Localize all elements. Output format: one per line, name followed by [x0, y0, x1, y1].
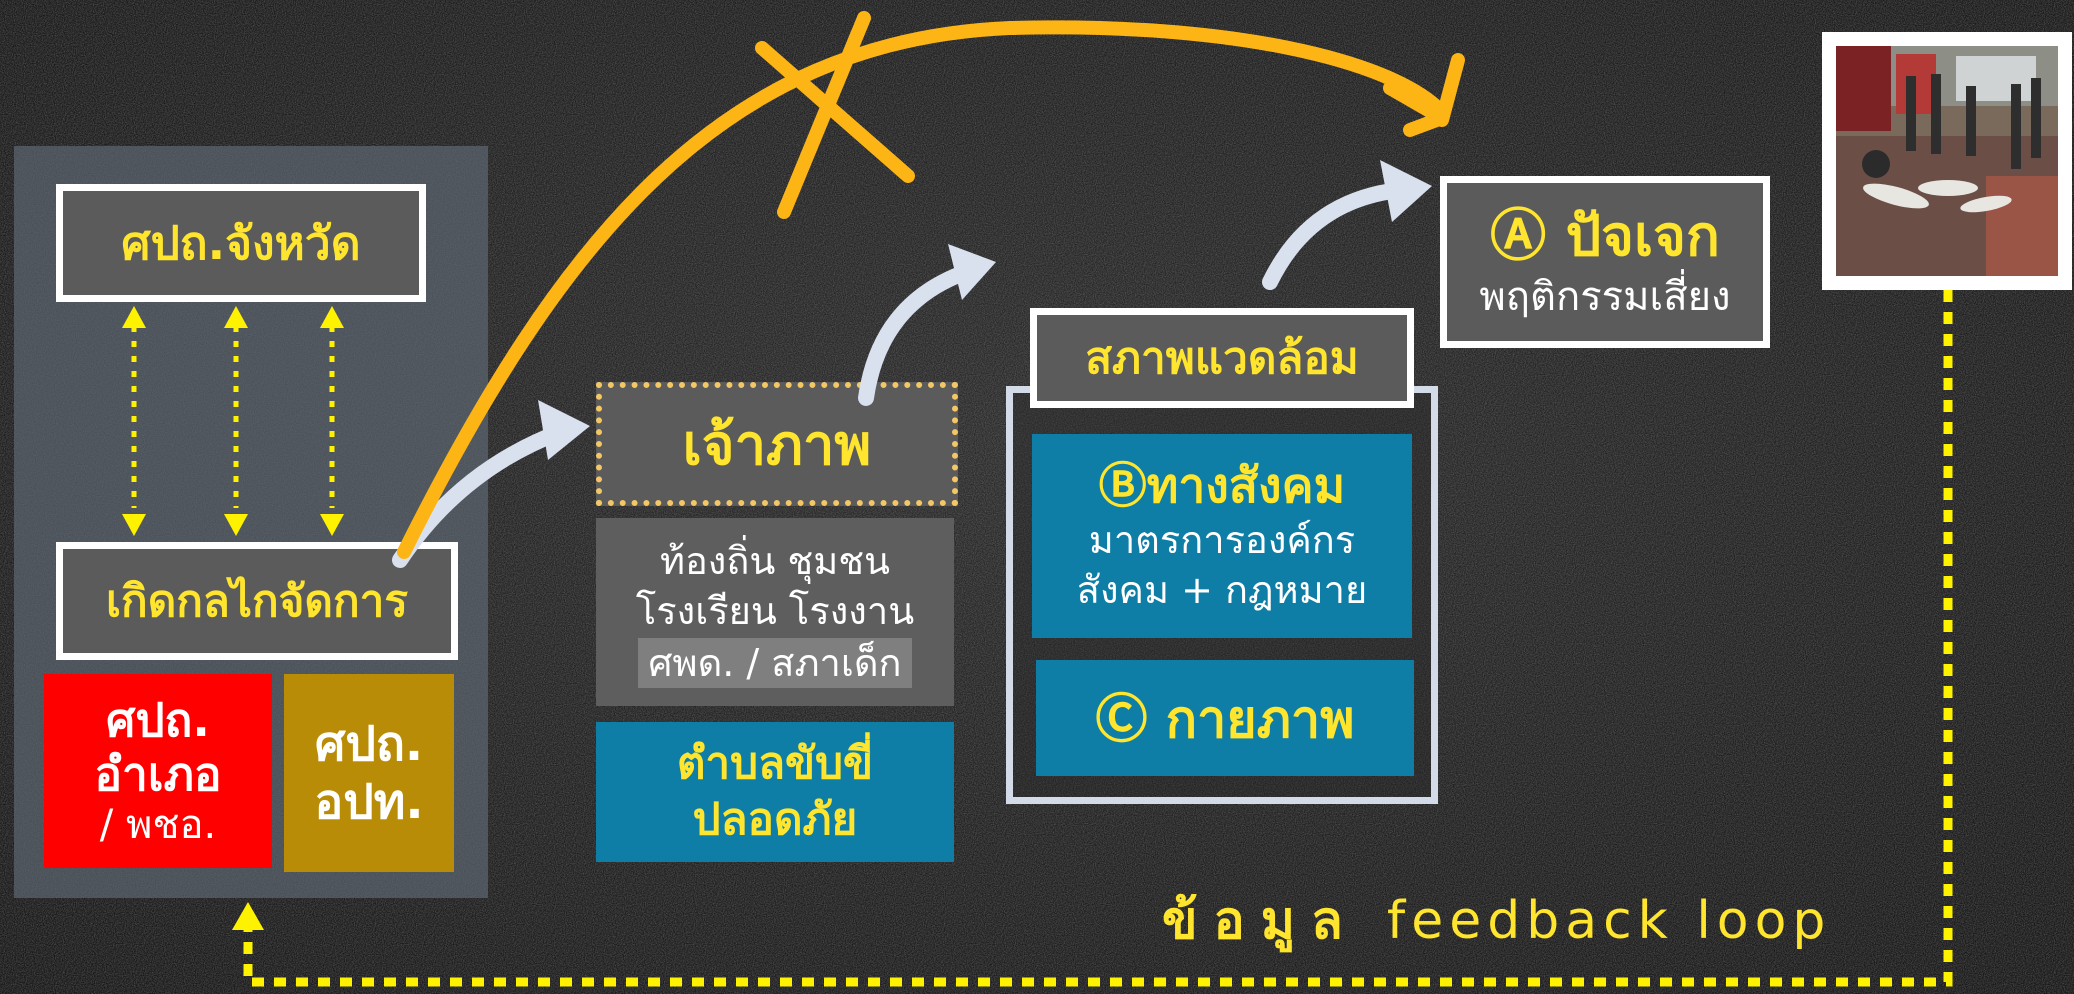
tambon-line2: ปลอดภัย: [692, 794, 858, 845]
social-box: Ⓑทางสังคม มาตรการองค์กร สังคม + กฎหมาย: [1032, 434, 1412, 638]
individual-box: Ⓐ ปัจเจก พฤติกรรมเสี่ยง: [1440, 176, 1770, 348]
environment-title: สภาพแวดล้อม: [1085, 333, 1359, 384]
district-center-line3: / พชอ.: [99, 802, 217, 848]
district-center-line1: ศปถ.: [106, 693, 210, 747]
local-center-box: ศปถ. อปท.: [284, 674, 454, 872]
host-title: เจ้าภาพ: [682, 412, 872, 478]
community-line3: ศพด. / สภาเด็ก: [638, 638, 912, 688]
community-line1: ท้องถิ่น ชุมชน: [659, 539, 891, 583]
social-title: Ⓑทางสังคม: [1098, 458, 1346, 514]
province-center-label: ศปถ.จังหวัด: [121, 215, 361, 270]
district-center-box: ศปถ. อำเภอ / พชอ.: [44, 674, 272, 868]
district-center-line2: อำเภอ: [94, 747, 222, 801]
safe-driving-tambon-box: ตำบลขับขี่ ปลอดภัย: [596, 722, 954, 862]
social-line2: สังคม + กฎหมาย: [1076, 568, 1368, 612]
tambon-line1: ตำบลขับขี่: [676, 738, 874, 789]
local-center-line1: ศปถ.: [314, 716, 424, 772]
host-box: เจ้าภาพ: [596, 382, 958, 506]
accident-scene-image: [1836, 46, 2058, 276]
local-center-line2: อปท.: [314, 774, 424, 830]
physical-title: Ⓒ กายภาพ: [1095, 689, 1355, 750]
mechanism-box: เกิดกลไกจัดการ: [56, 542, 458, 660]
feedback-english: feedback loop: [1386, 891, 1832, 951]
accident-photo: [1822, 32, 2072, 290]
environment-title-box: สภาพแวดล้อม: [1030, 308, 1414, 408]
community-line2: โรงเรียน โรงงาน: [635, 589, 915, 633]
province-center-box: ศปถ.จังหวัด: [56, 184, 426, 302]
individual-title: Ⓐ ปัจเจก: [1490, 204, 1720, 269]
feedback-thai: ข้อมูล: [1162, 891, 1359, 951]
feedback-label: ข้อมูล feedback loop: [1162, 878, 1831, 961]
social-line1: มาตรการองค์กร: [1088, 518, 1356, 562]
physical-box: Ⓒ กายภาพ: [1036, 660, 1414, 776]
individual-subtitle: พฤติกรรมเสี่ยง: [1479, 274, 1731, 320]
mechanism-label: เกิดกลไกจัดการ: [106, 576, 408, 627]
community-box: ท้องถิ่น ชุมชน โรงเรียน โรงงาน ศพด. / สภ…: [596, 518, 954, 706]
